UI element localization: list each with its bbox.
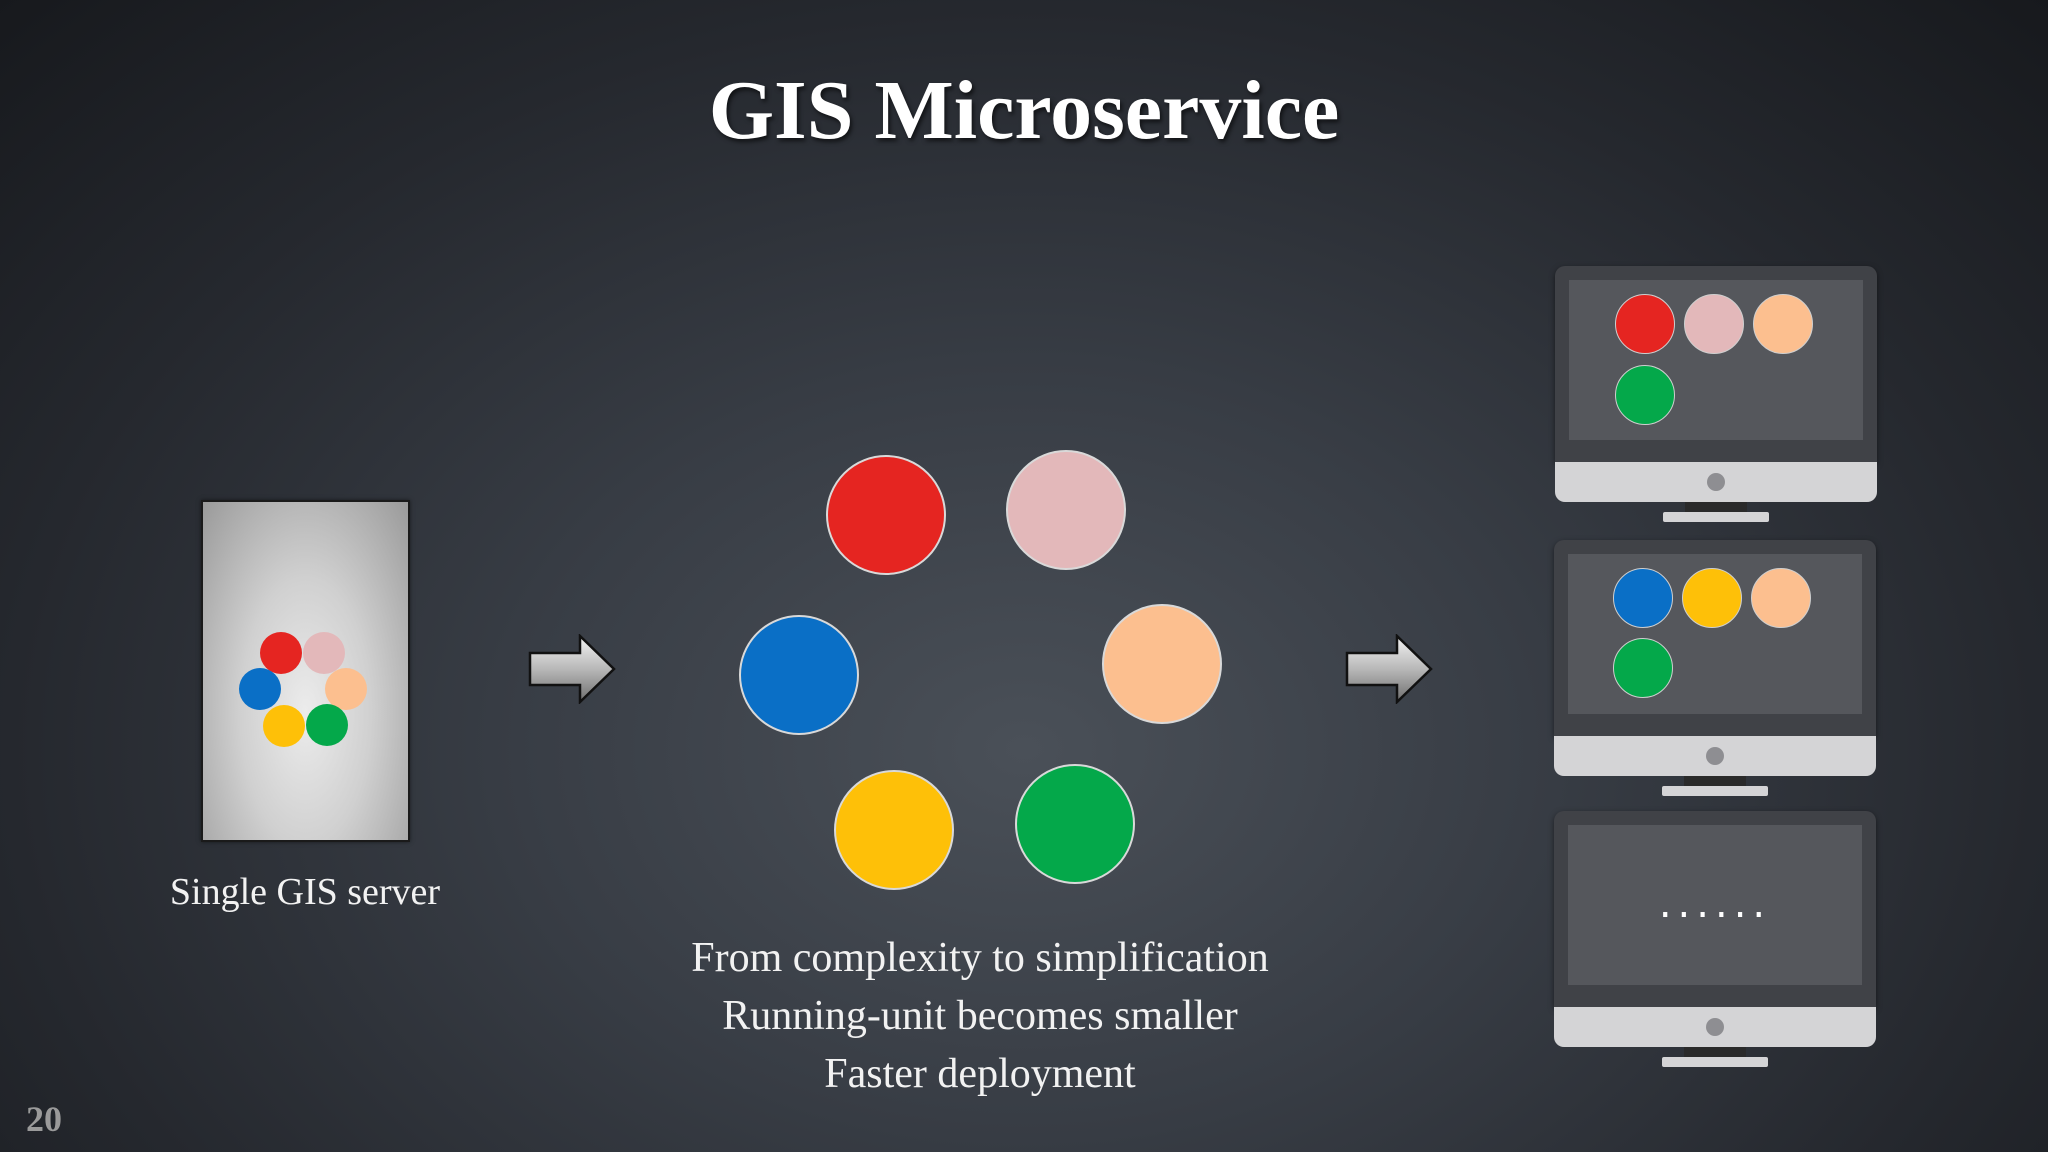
monitor-1	[1555, 266, 1877, 526]
arrow-right-icon	[528, 634, 616, 704]
monitor-stand-neck	[1684, 776, 1746, 786]
monitor-stand-neck	[1684, 1047, 1746, 1057]
monitor-frame	[1554, 540, 1876, 736]
monitor-screen	[1568, 554, 1862, 714]
caption-line-1: From complexity to simplification	[691, 935, 1269, 981]
caption-line-3: Faster deployment	[824, 1051, 1136, 1097]
server-dot-green	[306, 704, 348, 746]
service-circle-pink	[1006, 450, 1126, 570]
monitor-dot-yellow	[1682, 568, 1742, 628]
monitor-button-icon	[1707, 473, 1725, 491]
monitor-frame	[1555, 266, 1877, 462]
arrow-right-icon	[1345, 634, 1433, 704]
monitor-3: ......	[1554, 811, 1876, 1071]
monitor-stand-foot	[1663, 512, 1769, 522]
monitor-screen: ......	[1568, 825, 1862, 985]
monitor-dot-green	[1613, 638, 1673, 698]
service-circle-peach	[1102, 604, 1222, 724]
monitor-2	[1554, 540, 1876, 800]
monitor-stand-neck	[1685, 502, 1747, 512]
service-circle-green	[1015, 764, 1135, 884]
caption-line-2: Running-unit becomes smaller	[722, 993, 1238, 1039]
monitor-chin	[1554, 1007, 1876, 1047]
service-circle-yellow	[834, 770, 954, 890]
page-number: 20	[26, 1099, 62, 1139]
service-circle-blue	[739, 615, 859, 735]
monitor-stand-foot	[1662, 786, 1768, 796]
monitor-dot-peach	[1751, 568, 1811, 628]
monitor-button-icon	[1706, 747, 1724, 765]
server-dot-yellow	[263, 705, 305, 747]
monitor-dot-peach	[1753, 294, 1813, 354]
monitor-ellipsis: ......	[1658, 881, 1772, 927]
server-dot-pink	[303, 632, 345, 674]
service-circle-red	[826, 455, 946, 575]
slide-title: GIS Microservice	[708, 64, 1340, 157]
server-label: Single GIS server	[169, 871, 441, 913]
monitor-dot-red	[1615, 294, 1675, 354]
monitor-button-icon	[1706, 1018, 1724, 1036]
server-dot-blue	[239, 668, 281, 710]
server-dot-peach	[325, 668, 367, 710]
single-server-box	[201, 500, 410, 842]
monitor-stand-foot	[1662, 1057, 1768, 1067]
monitor-screen	[1569, 280, 1863, 440]
monitor-dot-green	[1615, 365, 1675, 425]
monitor-dot-blue	[1613, 568, 1673, 628]
server-dot-red	[260, 632, 302, 674]
monitor-frame: ......	[1554, 811, 1876, 1007]
monitor-chin	[1554, 736, 1876, 776]
monitor-chin	[1555, 462, 1877, 502]
monitor-dot-pink	[1684, 294, 1744, 354]
